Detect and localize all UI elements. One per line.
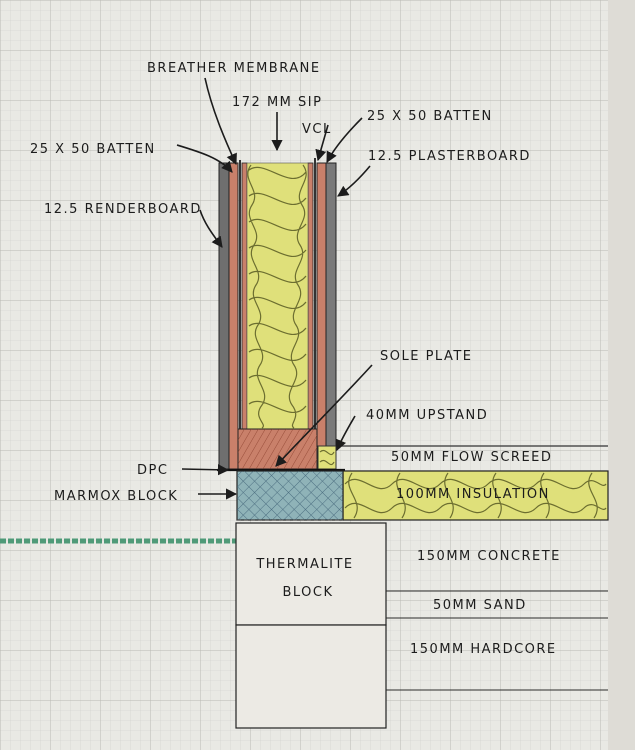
label-batten-left: 25 x 50 Batten <box>30 142 156 157</box>
wall-section <box>217 158 345 472</box>
leader-arrows <box>176 77 373 500</box>
label-sip: 172 mm Sip <box>232 95 322 110</box>
label-upstand: 40mm Upstand <box>366 408 488 423</box>
label-marmox: Marmox Block <box>54 489 178 504</box>
label-sole-plate: Sole Plate <box>380 349 473 364</box>
label-plasterboard: 12.5 Plasterboard <box>368 149 531 164</box>
label-sand: 50mm Sand <box>433 598 527 613</box>
label-vcl: VCL <box>302 122 332 137</box>
label-hardcore: 150mm Hardcore <box>410 642 557 657</box>
sip-insulation-core <box>246 162 309 430</box>
sip-outer-skin <box>241 162 248 430</box>
outer-batten <box>228 162 239 470</box>
label-insulation: 100mm Insulation <box>396 487 550 502</box>
label-flow-screed: 50mm Flow Screed <box>391 450 552 465</box>
floor-section <box>235 445 609 729</box>
renderboard-layer <box>218 162 230 470</box>
label-batten-right: 25 x 50 Batten <box>367 109 493 124</box>
inner-batten <box>316 162 327 470</box>
label-renderboard: 12.5 Renderboard <box>44 202 202 217</box>
floor-insulation-pattern <box>344 472 607 519</box>
sip-insulation-pattern <box>247 164 307 429</box>
label-concrete: 150mm Concrete <box>417 549 561 564</box>
label-dpc: DPC <box>137 463 168 478</box>
thermalite-block <box>235 522 387 626</box>
label-thermalite-line2: Block <box>282 585 333 600</box>
plasterboard-layer <box>325 162 337 470</box>
sip-inner-skin <box>307 162 314 430</box>
thermalite-block-lower <box>235 624 387 729</box>
label-breather-membrane: Breather Membrane <box>147 61 321 76</box>
label-thermalite-line1: Thermalite <box>255 557 353 572</box>
upstand-insulation <box>317 445 337 470</box>
